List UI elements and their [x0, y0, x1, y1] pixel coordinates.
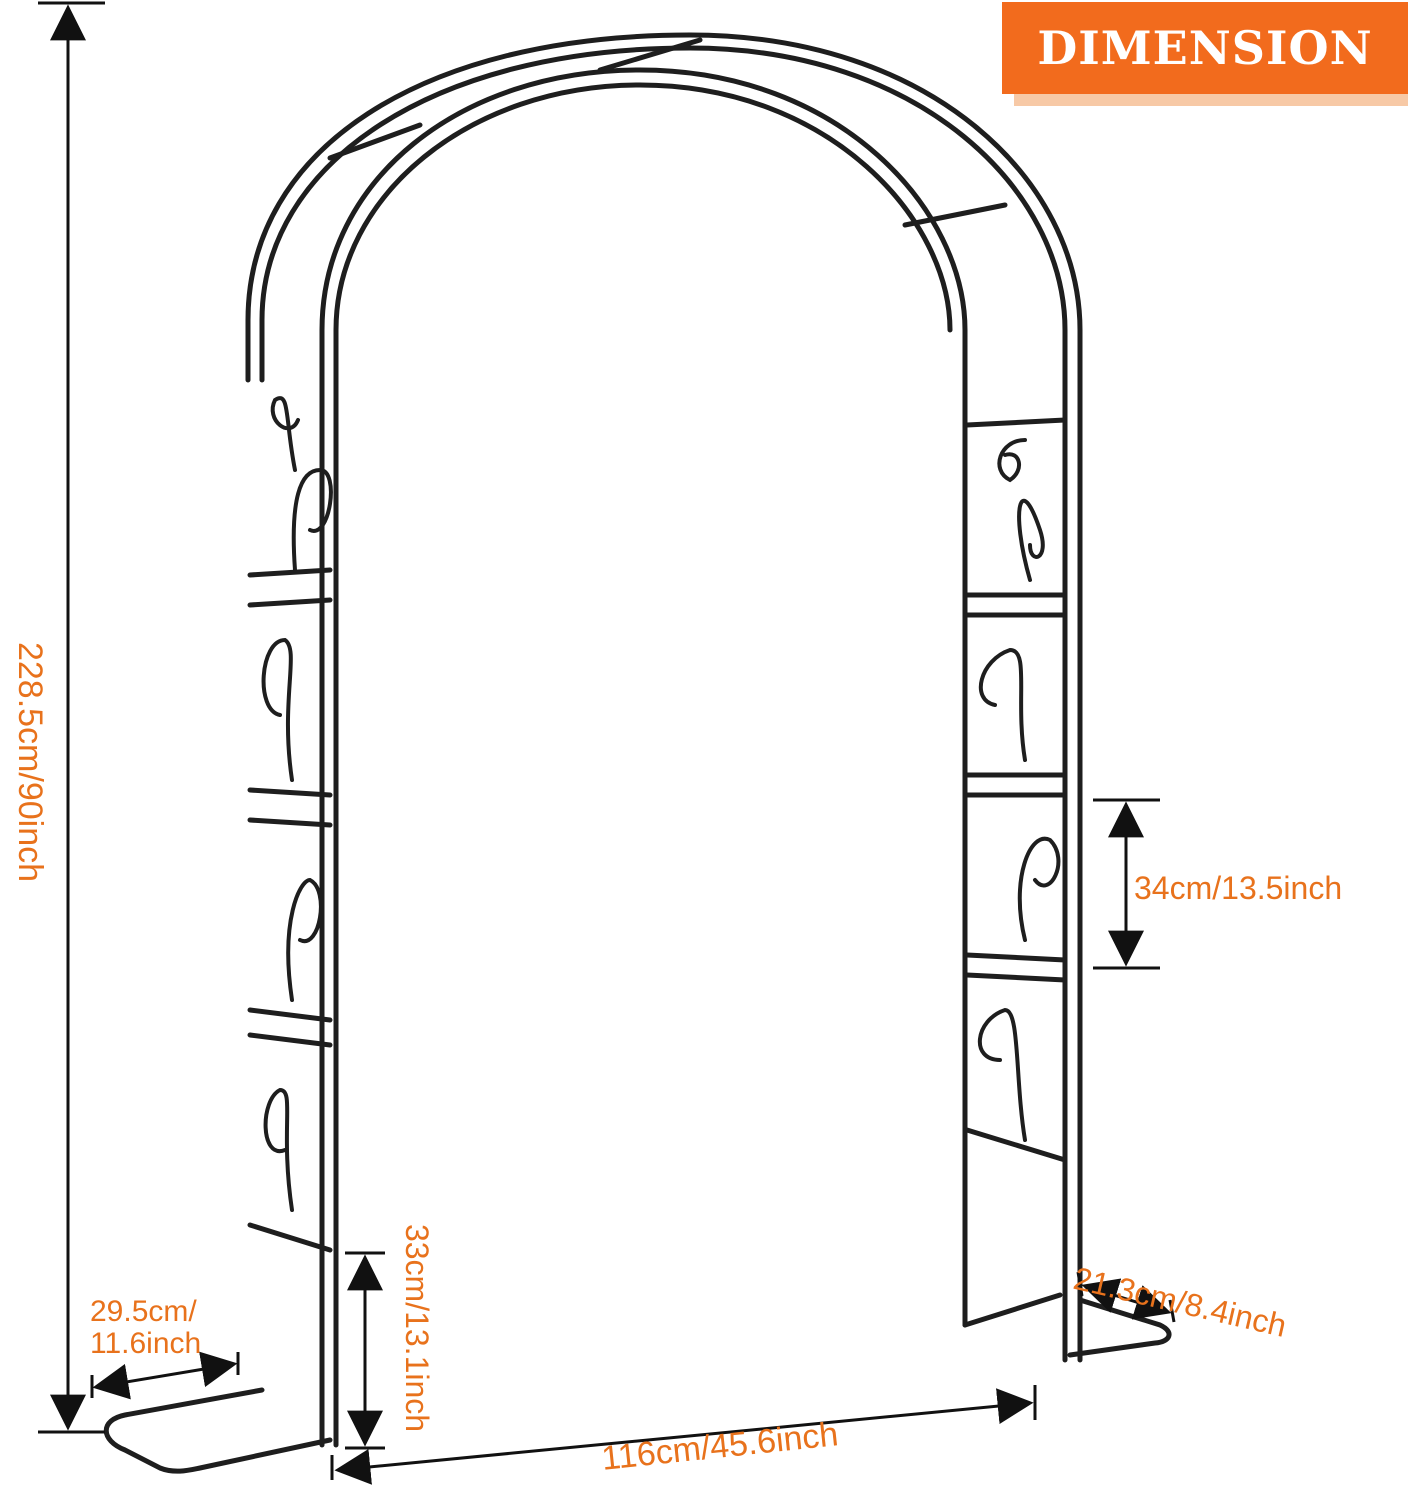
badge-shadow	[1014, 94, 1408, 106]
arch-frame	[103, 32, 1172, 1474]
base-depth-left-line1: 29.5cm/	[90, 1295, 197, 1328]
dimension-lines	[38, 1, 1176, 1485]
dimension-badge: DIMENSION	[1002, 2, 1408, 94]
total-height-label: 228.5cm/90inch	[11, 641, 49, 883]
badge-label: DIMENSION	[1037, 21, 1373, 75]
base-depth-left-line2: 11.6inch	[90, 1326, 202, 1360]
base-depth-left-label: 29.5cm/ 11.6inch	[90, 1296, 201, 1359]
panel-height-label: 34cm/13.5inch	[1134, 870, 1343, 906]
scroll-decorations	[261, 396, 1061, 1212]
base-height-label: 33cm/13.1inch	[399, 1223, 435, 1433]
